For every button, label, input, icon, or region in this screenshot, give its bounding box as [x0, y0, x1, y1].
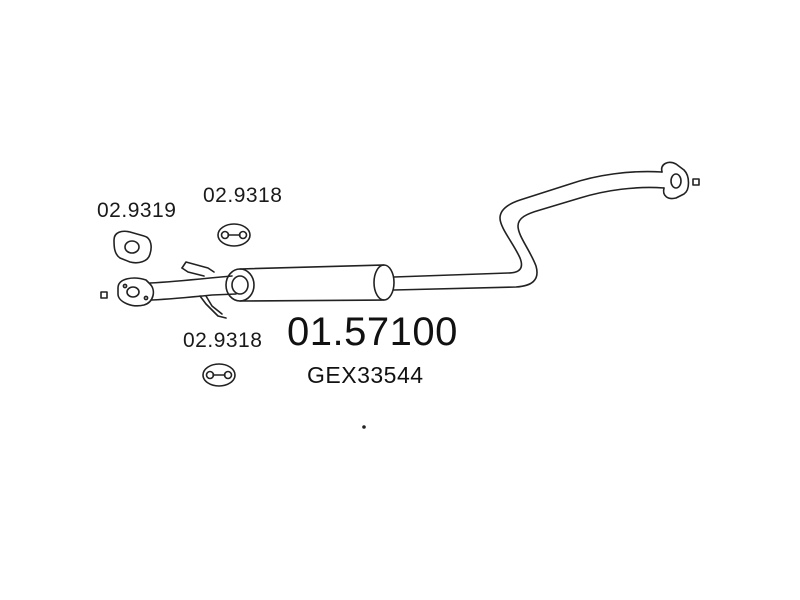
stray-dot	[362, 425, 366, 429]
outlet-pipe	[393, 170, 665, 291]
gasket-code-label: 02.9319	[97, 199, 177, 222]
hanger-bottom-code-label: 02.9318	[183, 329, 263, 352]
rubber-hanger-bottom-icon	[202, 363, 236, 387]
rear-flange	[660, 161, 690, 200]
gasket-02-9319-icon	[113, 230, 152, 264]
reference-number: GEX33544	[307, 362, 424, 388]
right-end-marker	[692, 178, 700, 186]
hanger-top-code-label: 02.9318	[203, 184, 283, 207]
center-muffler	[225, 264, 395, 302]
main-part-number: 01.57100	[287, 310, 458, 354]
left-end-marker	[100, 291, 108, 299]
inlet-pipe	[149, 275, 237, 301]
pipe-bracket	[181, 261, 227, 319]
rubber-hanger-top-icon	[217, 223, 251, 247]
front-flange	[117, 277, 155, 307]
